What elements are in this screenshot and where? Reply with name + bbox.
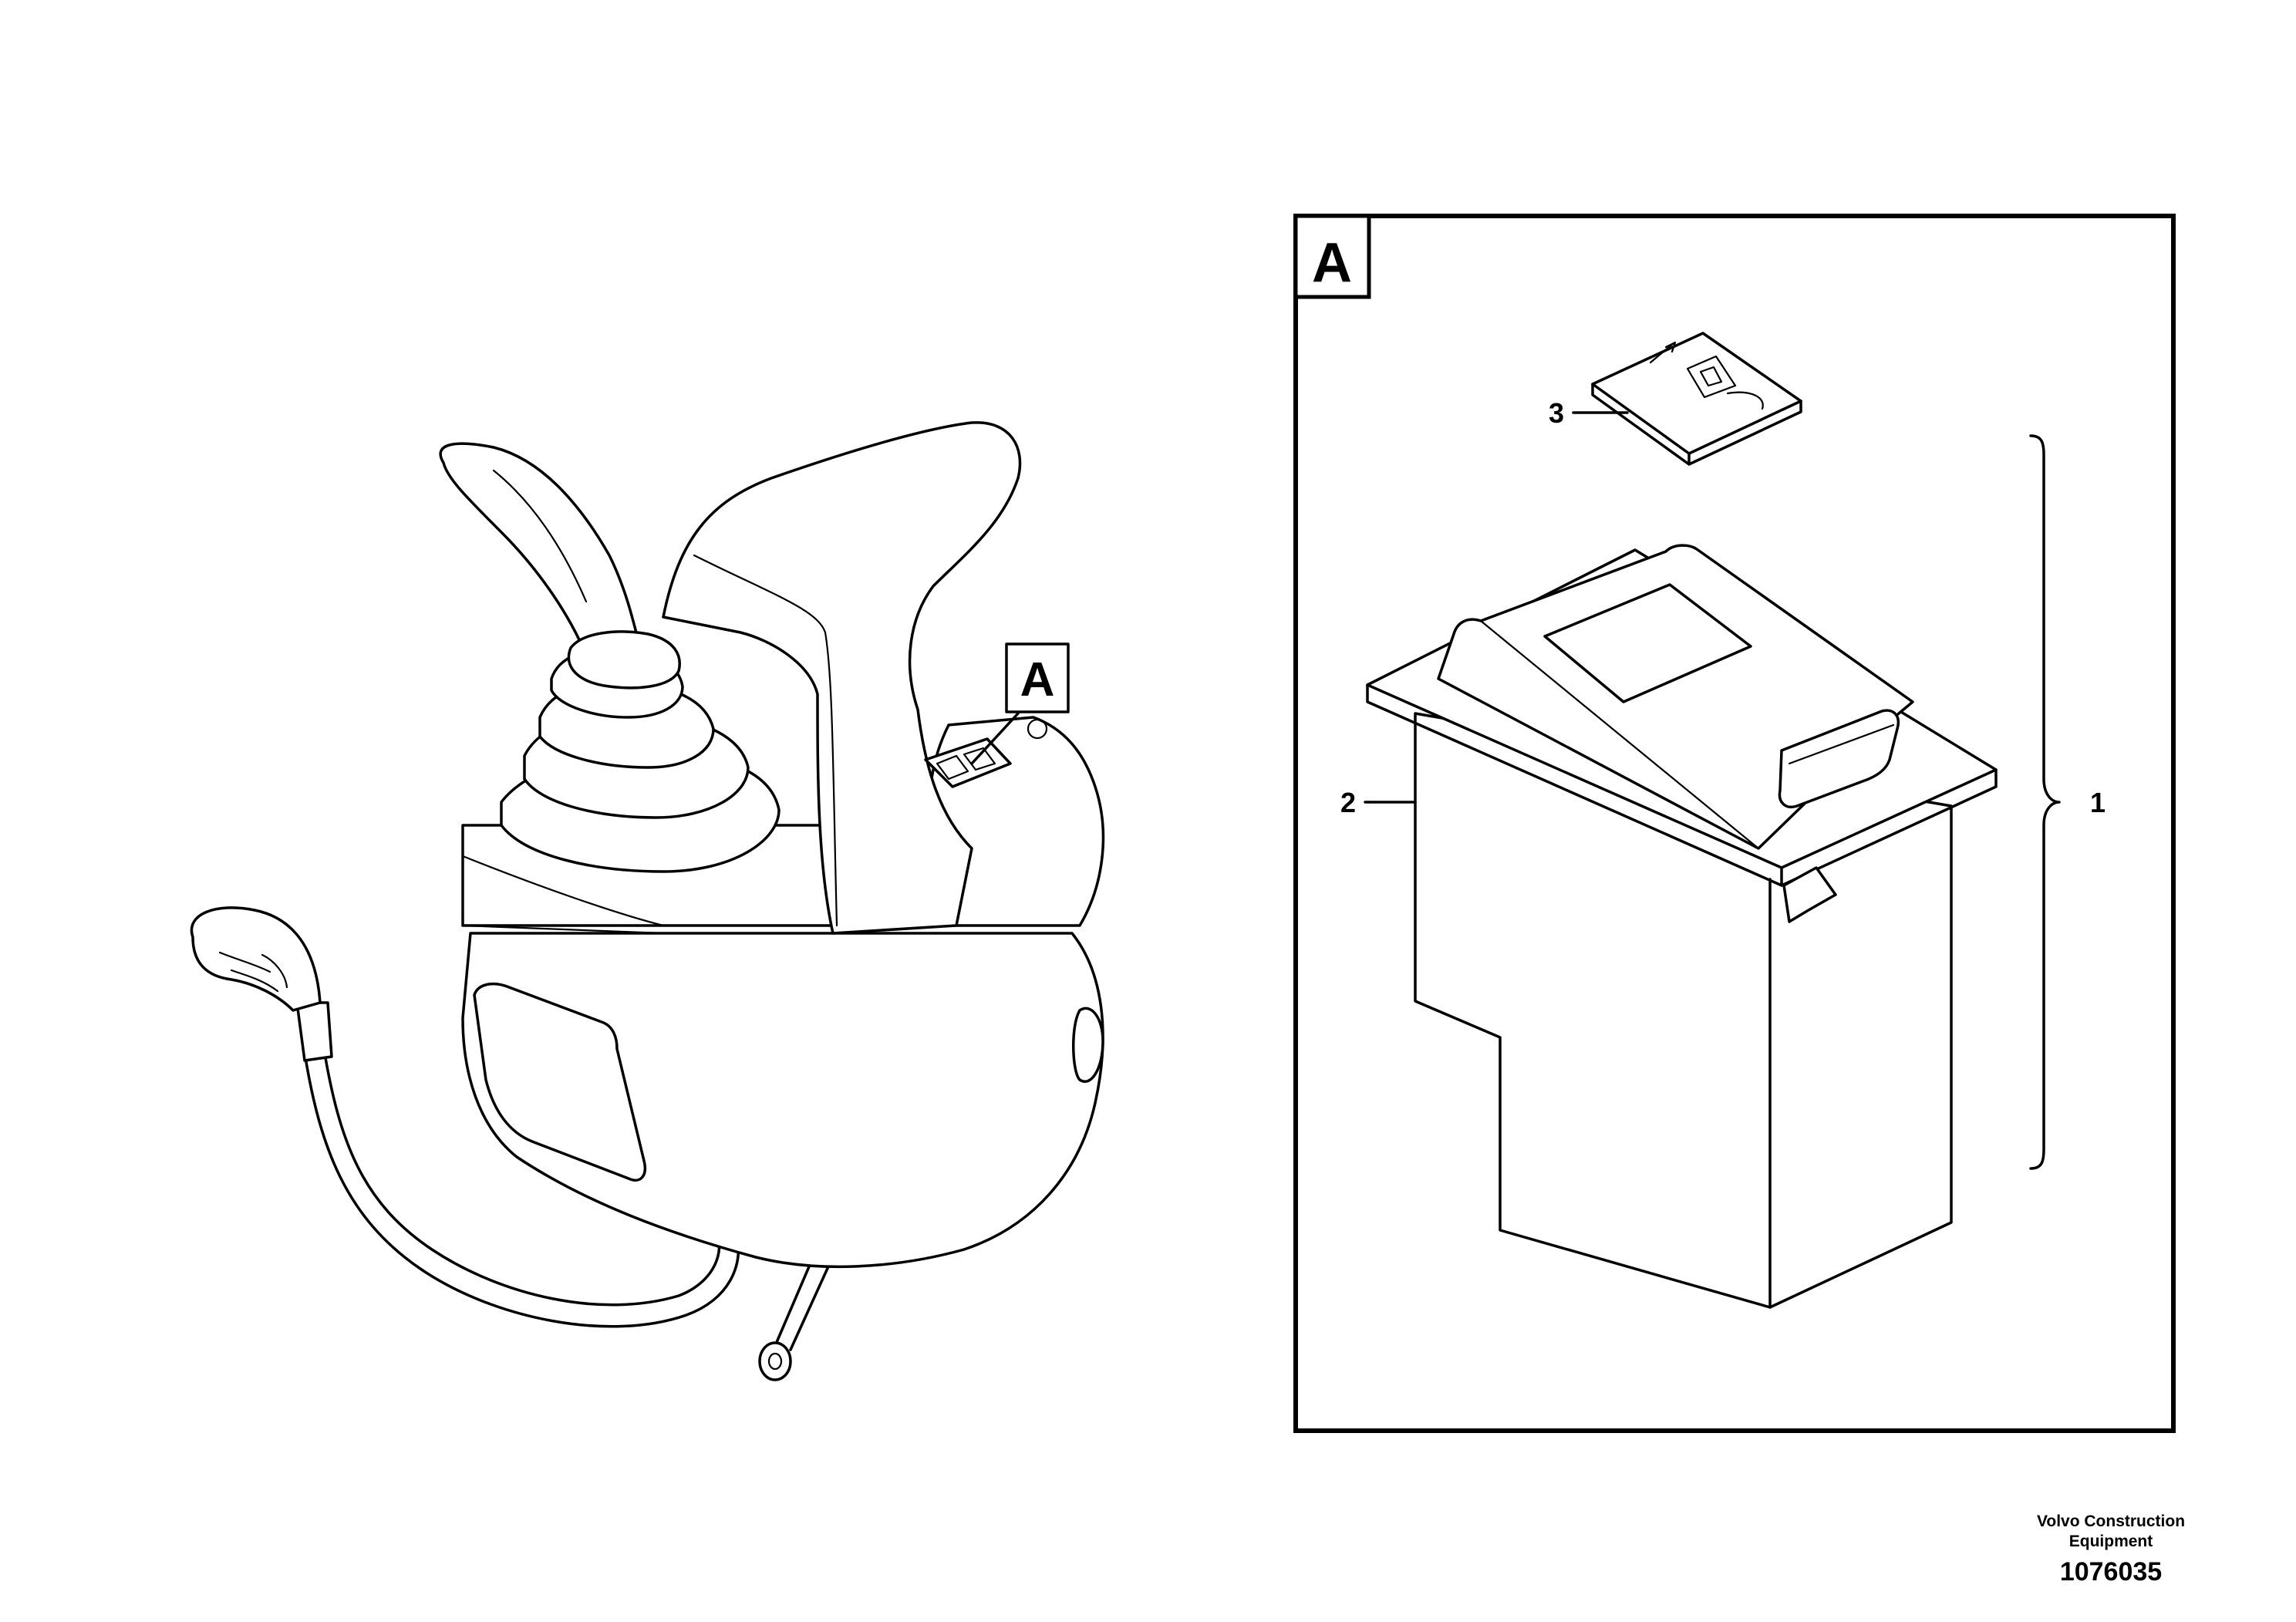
detail-marker-a: A [970,642,1070,765]
joystick-collar [567,630,681,690]
detail-frame-a: A 3 [1293,214,2176,1433]
detail-marker-box [1005,642,1070,713]
cable-connector [295,1001,333,1062]
detail-frame-label: A [1312,232,1352,294]
console-side-knob [1072,1007,1104,1083]
cable-inner [303,1051,740,1328]
detail-marker-label: A [1020,653,1055,706]
joystick-console-assembly [190,421,1105,1381]
console-side-panel [473,982,646,1182]
joystick-handle [439,442,642,657]
footer-block: Volvo Construction Equipment 1076035 [1995,1512,2227,1589]
cable-plug-grip [190,906,322,1012]
console-lower-housing [461,932,1104,1269]
switch-unit [1366,544,1998,1309]
callout-3: 3 [1549,397,1564,429]
callout-2: 2 [1340,787,1356,818]
detail-frame-border [1293,214,2176,1433]
console-armrest-fin [662,421,1022,935]
detail-marker-leader [970,712,1020,765]
ground-strap [774,1263,831,1351]
ground-strap-eyelet [758,1341,792,1381]
company-name-line2: Equipment [2068,1533,2153,1550]
assembly-brace [2029,434,2061,1170]
console-switch-panel [924,737,1012,788]
decal-plate [1591,332,1802,466]
company-name-line1: Volvo Construction [2036,1512,2186,1530]
cable-outer [322,1047,721,1307]
drawing-number: 1076035 [2059,1557,2163,1587]
callout-1: 1 [2090,787,2106,818]
detail-frame-label-box [1293,214,1371,299]
